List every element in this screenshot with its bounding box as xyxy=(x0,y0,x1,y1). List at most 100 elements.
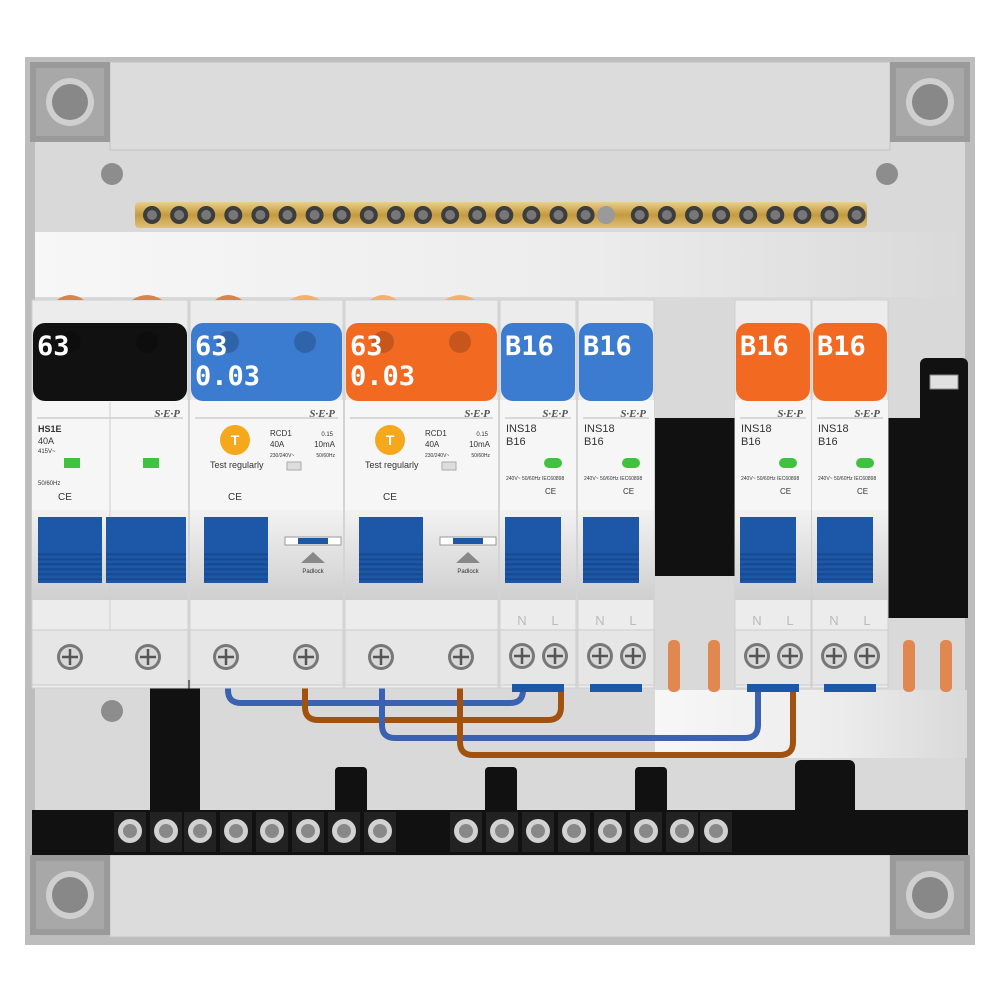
toggle-ridge xyxy=(359,563,423,566)
test-button[interactable]: T xyxy=(375,425,405,455)
busbar-screw xyxy=(739,206,758,224)
toggle-ridge xyxy=(583,558,639,561)
breaker-toggle[interactable] xyxy=(359,517,423,583)
device-terminal-block xyxy=(344,629,499,686)
label-screw xyxy=(294,331,316,353)
neutral-screw xyxy=(256,812,288,852)
corner-mount xyxy=(30,855,110,935)
terminal-screw xyxy=(368,644,394,670)
label-cap xyxy=(813,323,887,401)
screw-slot xyxy=(553,210,564,220)
corner-mount xyxy=(890,855,970,935)
padlock-slot[interactable]: Padlock xyxy=(439,536,497,575)
screw-slot xyxy=(634,210,645,220)
busbar-screw xyxy=(359,206,378,224)
toggle-ridge xyxy=(359,558,423,561)
terminal-lug xyxy=(215,295,242,300)
busbar-screw xyxy=(657,206,676,224)
test-button-cap xyxy=(375,425,405,455)
terminal-screw xyxy=(509,643,535,669)
screw-slot xyxy=(661,210,672,220)
breaker-toggle[interactable] xyxy=(505,517,561,583)
busbar-screw xyxy=(712,206,731,224)
padlock-label: Padlock xyxy=(457,569,479,575)
voltage-text: 230/240V~ xyxy=(270,453,294,459)
screw-slot xyxy=(309,210,320,220)
toggle-ridge xyxy=(106,553,186,556)
busbar-screw xyxy=(197,206,216,224)
breaker-toggle[interactable] xyxy=(740,517,796,583)
rating-label: B16 xyxy=(579,323,653,401)
rating-text: B16 xyxy=(818,436,838,448)
breaker-toggle[interactable] xyxy=(204,517,268,583)
model-text: INS18 xyxy=(818,423,849,435)
busbar-screw xyxy=(278,206,297,224)
model-text: INS18 xyxy=(506,423,537,435)
label-line1: B16 xyxy=(740,331,789,362)
screw-slot xyxy=(418,210,428,220)
screw-slot xyxy=(255,210,266,220)
neutral-screw xyxy=(486,812,518,852)
device-terminal-block xyxy=(31,629,189,686)
toggle-ridge xyxy=(505,563,561,566)
label-screw xyxy=(136,331,158,353)
toggle-ridge xyxy=(359,568,423,571)
label-line1: B16 xyxy=(817,331,866,362)
toggle-ridge xyxy=(204,573,268,576)
trip-current: 10mA xyxy=(469,440,491,449)
padlock-label: Padlock xyxy=(302,569,324,575)
toggle-ridge xyxy=(817,578,873,581)
toggle-body xyxy=(505,517,561,583)
screw-slot xyxy=(336,210,347,220)
screw-slot xyxy=(689,210,699,220)
rating-text: 40A xyxy=(425,440,440,449)
ce-mark: CE xyxy=(58,492,72,503)
padlock-slot[interactable]: Padlock xyxy=(284,536,342,575)
label-screw xyxy=(449,331,471,353)
toggle-ridge xyxy=(583,568,639,571)
label-line1: 63 xyxy=(195,331,228,362)
neutral-screw xyxy=(594,812,626,852)
toggle-body xyxy=(817,517,873,583)
test-button[interactable]: T xyxy=(220,425,250,455)
trip-value: 0.15 xyxy=(321,432,333,438)
test-text: Test regularly xyxy=(210,460,264,470)
busbar-screw xyxy=(305,206,324,224)
corner-hole xyxy=(52,84,88,120)
status-window xyxy=(441,461,457,471)
breaker-toggle[interactable] xyxy=(817,517,873,583)
terminal-cover xyxy=(512,684,564,692)
toggle-ridge xyxy=(204,558,268,561)
breaker-toggle[interactable] xyxy=(583,517,639,583)
neutral-screw xyxy=(364,812,396,852)
rating-label: 630.03 xyxy=(191,323,342,401)
toggle-ridge xyxy=(359,578,423,581)
toggle-ridge xyxy=(106,563,186,566)
breaker-toggle[interactable] xyxy=(106,517,186,583)
terminal-screw xyxy=(854,643,880,669)
padlock-slider xyxy=(453,538,483,544)
gap-filler xyxy=(655,418,735,576)
neutral-screw xyxy=(292,812,324,852)
toggle-body xyxy=(583,517,639,583)
test-button-label: T xyxy=(386,432,395,448)
end-stop xyxy=(920,358,968,618)
ce-mark: CE xyxy=(780,487,791,496)
terminal-screw xyxy=(57,644,83,670)
toggle-ridge xyxy=(505,553,561,556)
mount-hole xyxy=(876,163,898,185)
breaker-toggle[interactable] xyxy=(38,517,102,583)
busbar-screw xyxy=(685,206,703,224)
mcb-spec: 240V~ 50/60Hz IEC60898 xyxy=(818,476,876,482)
terminal-cover xyxy=(590,684,642,692)
terminal-lug xyxy=(370,295,397,300)
ce-mark: CE xyxy=(545,487,556,496)
neutral-screw xyxy=(450,812,482,852)
mcb-spec: 240V~ 50/60Hz IEC60898 xyxy=(506,476,564,482)
terminal-screw xyxy=(744,643,770,669)
model-text: RCD1 xyxy=(425,429,447,438)
screw-slot xyxy=(580,210,591,220)
